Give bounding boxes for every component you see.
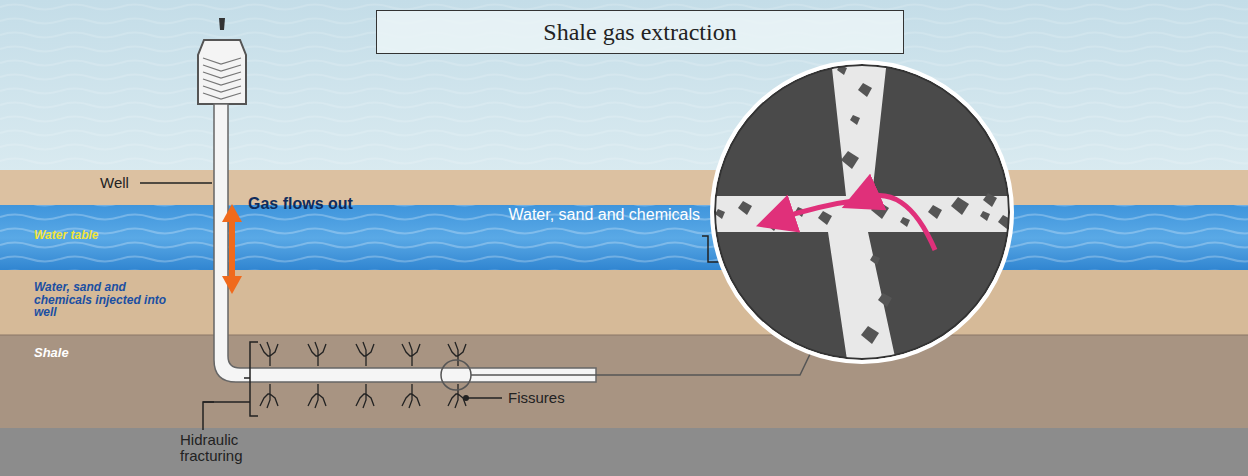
fissures-label: Fissures — [508, 389, 608, 406]
well-label: Well — [100, 174, 160, 191]
injection-label: Water, sand and chemicals injected into … — [34, 281, 184, 319]
water-table-label: Water table — [34, 229, 174, 243]
fracturing-label: Hidraulic fracturing — [180, 432, 300, 464]
mixture-label: Water, sand and chemicals — [500, 207, 700, 223]
gas-label: Gas flows out — [248, 195, 428, 213]
shale-label: Shale — [34, 346, 114, 361]
title-box: Shale gas extraction — [376, 10, 904, 54]
